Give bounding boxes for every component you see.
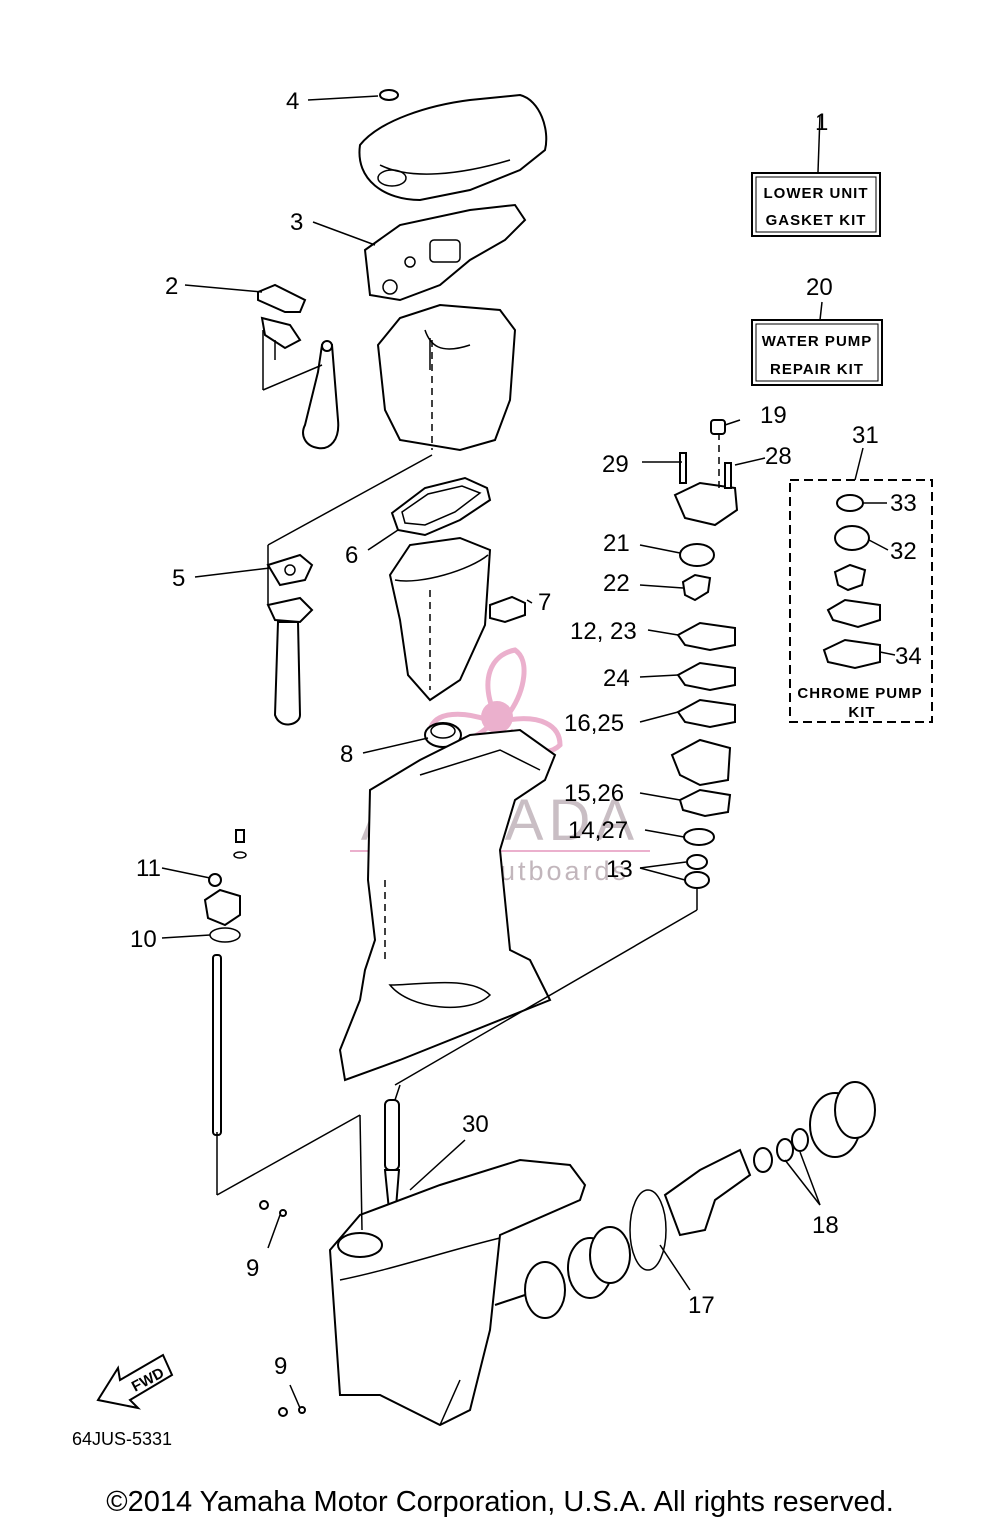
callout-22: 22 <box>603 570 630 597</box>
callout-17: 17 <box>688 1292 715 1319</box>
water-tube <box>302 340 340 450</box>
chrome-kit-line1: CHROME PUMP <box>797 685 922 702</box>
shift-rod-bushing <box>203 829 247 943</box>
gasket-6 <box>390 476 492 537</box>
callout-9-lower: 9 <box>274 1353 287 1380</box>
drive-shaft <box>383 1084 401 1221</box>
callout-34: 34 <box>895 643 922 670</box>
callout-24: 24 <box>603 665 630 692</box>
diagram-code: 64JUS-5331 <box>72 1429 172 1449</box>
water-kit-line1: WATER PUMP <box>762 333 873 350</box>
callout-13: 13 <box>606 856 633 883</box>
assembly-guide-lines <box>216 330 720 1231</box>
water-tube-lower <box>266 553 314 726</box>
lower-unit-gasket-kit-box: LOWER UNIT GASKET KIT <box>751 172 881 237</box>
callout-10: 10 <box>130 926 157 953</box>
water-tube-grommet <box>257 283 307 360</box>
propeller-shaft-assembly <box>494 1081 876 1319</box>
gearcase-housing <box>328 1158 587 1427</box>
callout-32: 32 <box>890 538 917 565</box>
callout-28: 28 <box>765 443 792 470</box>
chrome-pump-kit-parts <box>822 494 881 670</box>
callout-9-upper: 9 <box>246 1255 259 1282</box>
lower-case-main <box>338 728 557 1082</box>
callout-6: 6 <box>345 542 358 569</box>
lower-unit-gasket-plate <box>363 203 527 302</box>
callout-1: 1 <box>815 109 828 136</box>
callout-2: 2 <box>165 273 178 300</box>
callout-labels: 1 2 3 4 5 6 7 8 9 9 10 11 12, 23 13 14,2… <box>130 88 922 1380</box>
forward-direction-arrow-icon: FWD <box>96 1353 174 1410</box>
callout-19: 19 <box>760 402 787 429</box>
upper-case-body <box>376 303 517 452</box>
water-pump-repair-kit-box: WATER PUMP REPAIR KIT <box>751 319 883 386</box>
callout-30: 30 <box>462 1111 489 1138</box>
callout-29: 29 <box>602 451 629 478</box>
callout-7: 7 <box>538 589 551 616</box>
callout-33: 33 <box>890 490 917 517</box>
callout-4: 4 <box>286 88 299 115</box>
callout-18: 18 <box>812 1212 839 1239</box>
screws <box>259 1200 306 1417</box>
water-kit-line2: REPAIR KIT <box>770 361 864 378</box>
callout-15-26: 15,26 <box>564 780 624 807</box>
water-pump-assembly <box>670 419 739 889</box>
upper-casing-cover <box>358 89 548 202</box>
chrome-pump-kit-box: CHROME PUMP KIT <box>789 479 933 723</box>
callout-20: 20 <box>806 274 833 301</box>
gasket-kit-line1: LOWER UNIT <box>764 185 869 202</box>
callout-16-25: 16,25 <box>564 710 624 737</box>
callout-5: 5 <box>172 565 185 592</box>
copyright-notice: ©2014 Yamaha Motor Corporation, U.S.A. A… <box>106 1486 894 1518</box>
exhaust-manifold <box>388 536 526 702</box>
callout-11: 11 <box>136 855 161 882</box>
callout-31: 31 <box>852 422 879 449</box>
callout-3: 3 <box>290 209 303 236</box>
gasket-kit-line2: GASKET KIT <box>766 212 867 229</box>
callout-12-23: 12, 23 <box>570 618 637 645</box>
callout-21: 21 <box>603 530 630 557</box>
chrome-kit-line2: KIT <box>848 704 875 721</box>
shift-rod <box>212 954 222 1195</box>
callout-leaders <box>161 95 896 1409</box>
callout-14-27: 14,27 <box>568 817 628 844</box>
oil-seal-8 <box>424 722 462 748</box>
callout-8: 8 <box>340 741 353 768</box>
